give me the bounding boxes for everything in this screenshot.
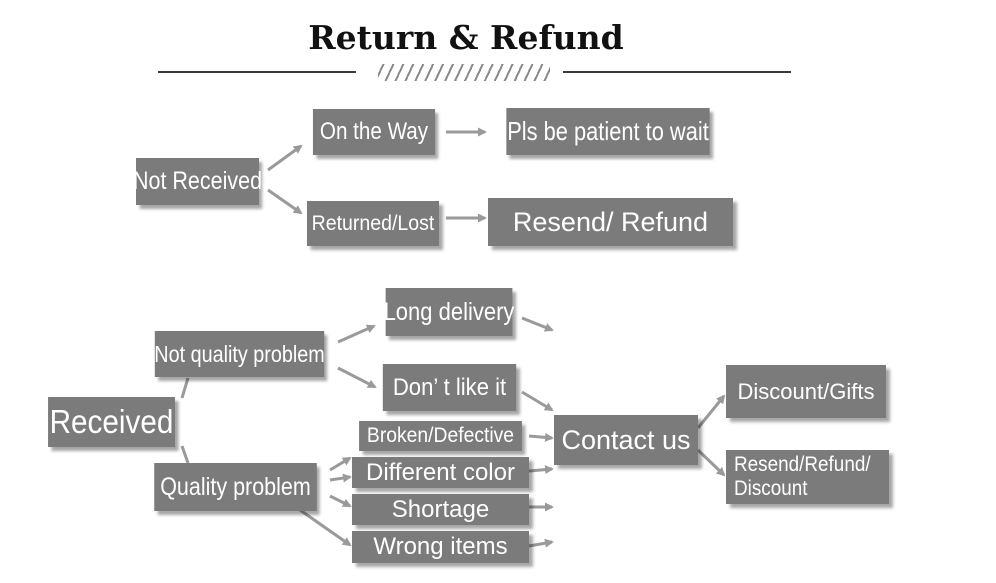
arrow-notreceived-returned <box>267 188 303 215</box>
arrow-notquality-dont <box>337 366 377 389</box>
node-resend-refund-discount: Resend/Refund/ Discount <box>726 450 889 504</box>
arrow-quality-wrong <box>299 508 352 547</box>
arrow-broken-contact <box>528 432 554 442</box>
title-hatch-decoration <box>378 64 550 81</box>
node-discount-gifts: Discount/Gifts <box>726 365 886 418</box>
resend-refund-discount-line1: Resend/Refund/ <box>734 453 871 476</box>
node-dont-like-it: Don’ t like it <box>382 364 517 411</box>
page-title: Return & Refund <box>308 18 624 57</box>
node-quality-problem: Quality problem <box>154 463 317 511</box>
arrow-contact-discount <box>696 394 726 429</box>
arrow-notquality-long <box>337 324 376 344</box>
arrow-quality-broken <box>329 456 352 472</box>
node-resend-refund: Resend/ Refund <box>488 198 733 246</box>
node-long-delivery: Long delivery <box>384 288 514 336</box>
node-not-received: Not Received <box>133 158 262 205</box>
title-rule-left <box>158 71 356 73</box>
title-rule-right <box>563 71 791 73</box>
line-received-quality <box>180 445 190 464</box>
node-returned-lost: Returned/Lost <box>306 201 440 246</box>
arrow-color-out <box>528 465 554 475</box>
line-received-notquality <box>180 377 190 399</box>
node-shortage: Shortage <box>352 494 529 525</box>
arrow-quality-color <box>329 473 352 483</box>
arrow-quality-shortage <box>329 494 352 508</box>
node-different-color: Different color <box>352 457 529 488</box>
node-be-patient: Pls be patient to wait <box>506 108 710 155</box>
arrow-wrong-out <box>528 538 554 548</box>
node-wrong-items: Wrong items <box>352 531 529 563</box>
arrow-long-out <box>521 316 554 332</box>
node-contact-us: Contact us <box>554 415 698 465</box>
node-received: Received <box>48 397 175 447</box>
arrow-notreceived-ontheway <box>267 144 303 172</box>
node-on-the-way: On the Way <box>312 109 436 155</box>
arrow-contact-resend <box>696 448 726 477</box>
node-not-quality-problem: Not quality problem <box>154 331 325 377</box>
node-broken-defective: Broken/Defective <box>359 421 522 451</box>
resend-refund-discount-line2: Discount <box>734 477 808 500</box>
arrow-dont-contact <box>521 390 554 412</box>
